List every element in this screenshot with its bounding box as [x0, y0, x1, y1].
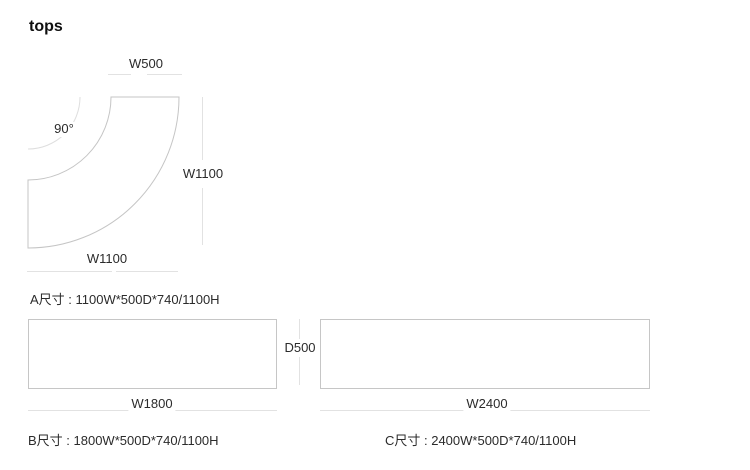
caption-b: B尺寸 : 1800W*500D*740/1100H: [28, 433, 219, 448]
dim-line-w2400-right: [470, 410, 650, 411]
dim-line-w1100-bottom-right: [116, 271, 178, 272]
page-title: tops: [29, 18, 63, 35]
dim-line-w1100-right-bottom: [202, 188, 203, 245]
dim-line-w1800-left: [28, 410, 133, 411]
dim-label-d500: D500: [281, 340, 319, 356]
dim-label-w500: W500: [126, 56, 166, 72]
dim-line-d500-top: [299, 319, 300, 339]
dim-line-w1800-right: [168, 410, 277, 411]
caption-c: C尺寸 : 2400W*500D*740/1100H: [385, 433, 577, 448]
dim-line-w1100-right-top: [202, 97, 203, 160]
angle-label: 90°: [51, 121, 77, 137]
dim-line-d500-bottom: [299, 357, 300, 385]
dim-label-w1100-right: W1100: [179, 166, 227, 182]
dim-label-w2400: W2400: [463, 396, 511, 412]
dim-line-w1100-bottom-left: [27, 271, 112, 272]
corner-top-diagram: [27, 96, 180, 249]
dim-line-w2400-left: [320, 410, 466, 411]
caption-a: A尺寸 : 1100W*500D*740/1100H: [30, 292, 220, 307]
dim-label-w1100-bottom: W1100: [83, 251, 131, 267]
straight-top-c-outline: [320, 319, 650, 389]
straight-top-b-outline: [28, 319, 277, 389]
dim-line-w500-right: [147, 74, 182, 75]
corner-top-outline: [27, 96, 180, 249]
dim-line-w500-left: [108, 74, 131, 75]
dim-label-w1800: W1800: [128, 396, 176, 412]
